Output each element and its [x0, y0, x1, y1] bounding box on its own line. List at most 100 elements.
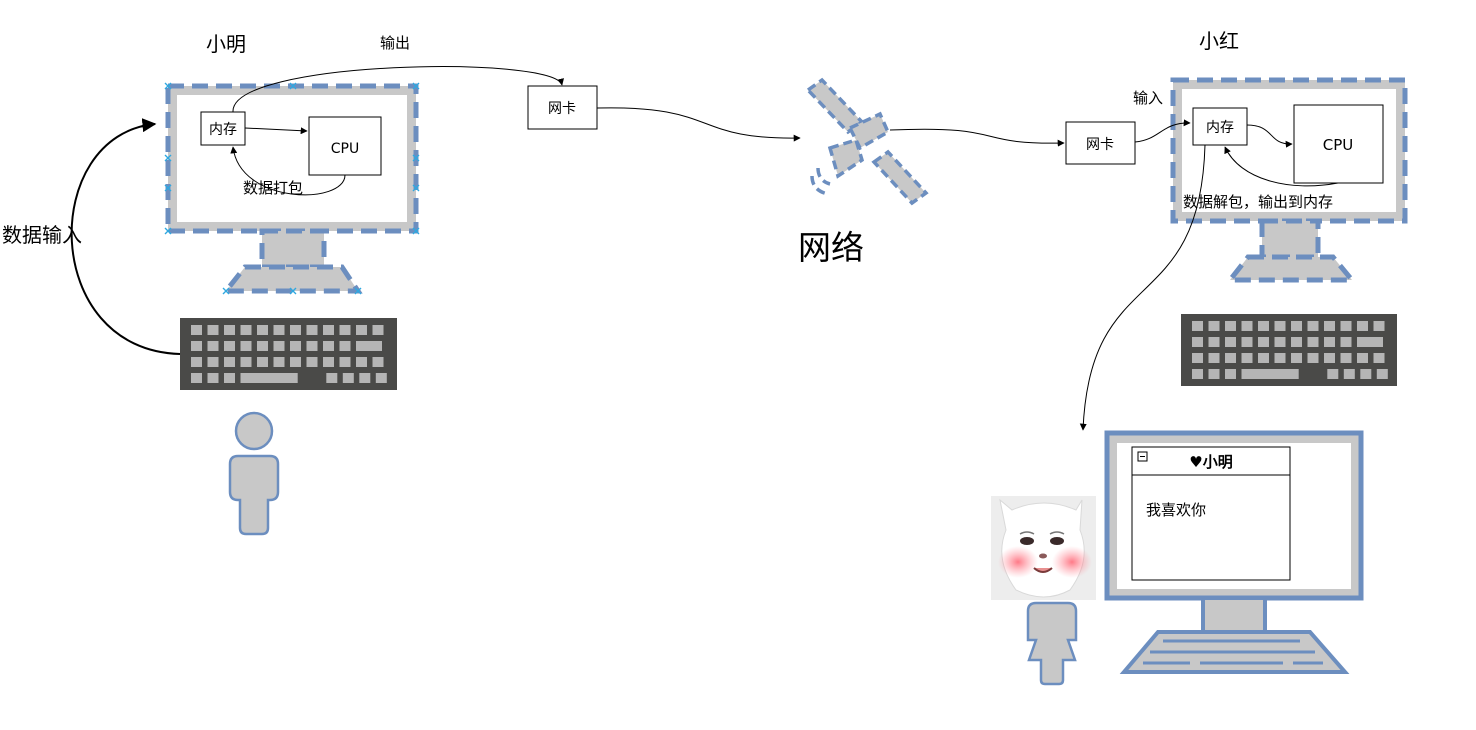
message-window-title: ♥小明: [1189, 453, 1232, 471]
xiaoming-title: 小明: [206, 32, 246, 56]
key: [1291, 353, 1302, 363]
key: [306, 325, 318, 335]
cpu-box-right: [1293, 104, 1384, 184]
key: [191, 357, 202, 367]
arrow-keyboard-to-monitor: [70, 118, 181, 355]
key: [191, 373, 202, 383]
key: [1291, 321, 1302, 331]
key: [1340, 337, 1352, 347]
selection-handles: [164, 82, 420, 295]
key: [1192, 369, 1203, 379]
key: [306, 341, 318, 351]
key: [323, 325, 334, 335]
key: [339, 357, 351, 367]
output-label: 输出: [380, 34, 410, 52]
key: [1258, 337, 1269, 347]
memory-label-left: 内存: [209, 122, 237, 138]
key: [1192, 321, 1203, 331]
key: [1274, 337, 1286, 347]
key: [224, 325, 235, 335]
key: [1324, 353, 1335, 363]
memory-label-right: 内存: [1206, 120, 1234, 136]
key: [1241, 337, 1253, 347]
key: [1324, 337, 1335, 347]
key: [1208, 369, 1220, 379]
key: [323, 357, 334, 367]
key: [1225, 353, 1236, 363]
unpack-label: 数据解包，输出到内存: [1183, 193, 1333, 211]
key: [375, 373, 387, 383]
key: [224, 373, 235, 383]
key: [290, 325, 301, 335]
key: [257, 357, 268, 367]
key: [1225, 369, 1236, 379]
key: [1258, 353, 1269, 363]
key: [1208, 321, 1220, 331]
person-female-icon: [1026, 601, 1078, 686]
cat-face-icon: [991, 496, 1096, 600]
arrow-memory-to-cpu-left: [244, 127, 308, 135]
key: [1192, 337, 1203, 347]
nic-box-left: [527, 85, 598, 130]
key: [257, 325, 268, 335]
key: [1274, 321, 1286, 331]
person-icon: [228, 411, 280, 536]
key: [1208, 353, 1220, 363]
key: [306, 357, 318, 367]
network-label: 网络: [798, 228, 864, 267]
arrow-memory-to-cpu-right: [1246, 124, 1293, 148]
memory-box-right: [1192, 107, 1248, 146]
key: [356, 357, 367, 367]
key: [1373, 353, 1385, 363]
key: [290, 357, 301, 367]
nic-label-right: 网卡: [1086, 137, 1114, 153]
key: [273, 357, 285, 367]
key: [1307, 337, 1319, 347]
message-window: ♥小明 我喜欢你: [1131, 446, 1291, 581]
key: [240, 357, 252, 367]
key: [1357, 337, 1383, 347]
key: [356, 325, 367, 335]
key: [1307, 321, 1319, 331]
key: [224, 357, 235, 367]
key: [207, 357, 219, 367]
arrow-network-to-nic: [889, 128, 1065, 147]
arrow-nic-to-memory-right: [1134, 119, 1191, 143]
key: [1208, 337, 1220, 347]
arrow-cpu-to-memory-left: [230, 146, 346, 196]
key: [356, 341, 382, 351]
input-label: 输入: [1133, 89, 1163, 107]
arrow-output: [232, 66, 564, 113]
key: [207, 341, 219, 351]
cpu-box-left: [308, 116, 382, 176]
data-input-label: 数据输入: [2, 223, 82, 247]
key: [273, 341, 285, 351]
spacebar-key: [1241, 369, 1299, 379]
key: [1307, 353, 1319, 363]
nic-label-left: 网卡: [548, 101, 576, 117]
key: [1376, 369, 1388, 379]
cpu-label-left: CPU: [331, 141, 359, 157]
spacebar-key: [240, 373, 298, 383]
key: [339, 341, 351, 351]
key: [372, 325, 384, 335]
satellite-icon: [805, 77, 929, 206]
key: [1327, 369, 1339, 379]
key: [1241, 353, 1253, 363]
arrow-cpu-to-memory-right: [1224, 146, 1339, 187]
left-keyboard-icon: [180, 318, 397, 390]
message-body: 我喜欢你: [1146, 501, 1206, 519]
nic-box-right: [1065, 121, 1136, 165]
arrow-memory-to-display: [1079, 144, 1206, 431]
key: [207, 325, 219, 335]
pack-label: 数据打包: [243, 179, 303, 197]
right-keyboard-icon: [1181, 314, 1397, 386]
key: [191, 341, 202, 351]
left-monitor-icon: [165, 83, 419, 294]
key: [1357, 353, 1368, 363]
key: [224, 341, 235, 351]
arrow-nic-to-network: [596, 107, 801, 142]
key: [1357, 321, 1368, 331]
key: [323, 341, 334, 351]
key: [1241, 321, 1253, 331]
